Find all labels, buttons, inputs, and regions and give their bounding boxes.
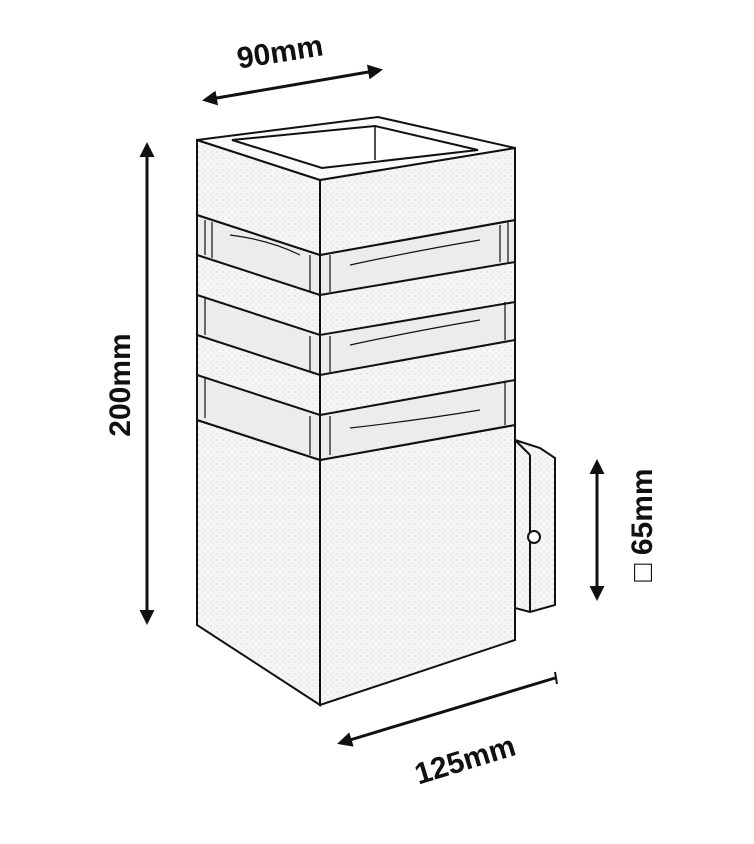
ring-1-right [319, 260, 516, 337]
width-label: 90mm [235, 29, 326, 75]
lower-housing-right [319, 423, 516, 707]
top-opening [231, 124, 479, 170]
dimension-lines [139, 64, 605, 747]
screw-icon [527, 530, 541, 544]
mount-label: □ 65mm [626, 468, 659, 581]
width-arrow [202, 64, 383, 106]
wall-mount-bracket [514, 438, 556, 614]
lower-housing-left [196, 418, 321, 707]
depth-arrow [337, 676, 556, 747]
depth-label: 125mm [411, 730, 520, 792]
lamp-body [196, 115, 556, 707]
ring-2-right [319, 338, 516, 417]
height-label: 200mm [104, 333, 137, 436]
